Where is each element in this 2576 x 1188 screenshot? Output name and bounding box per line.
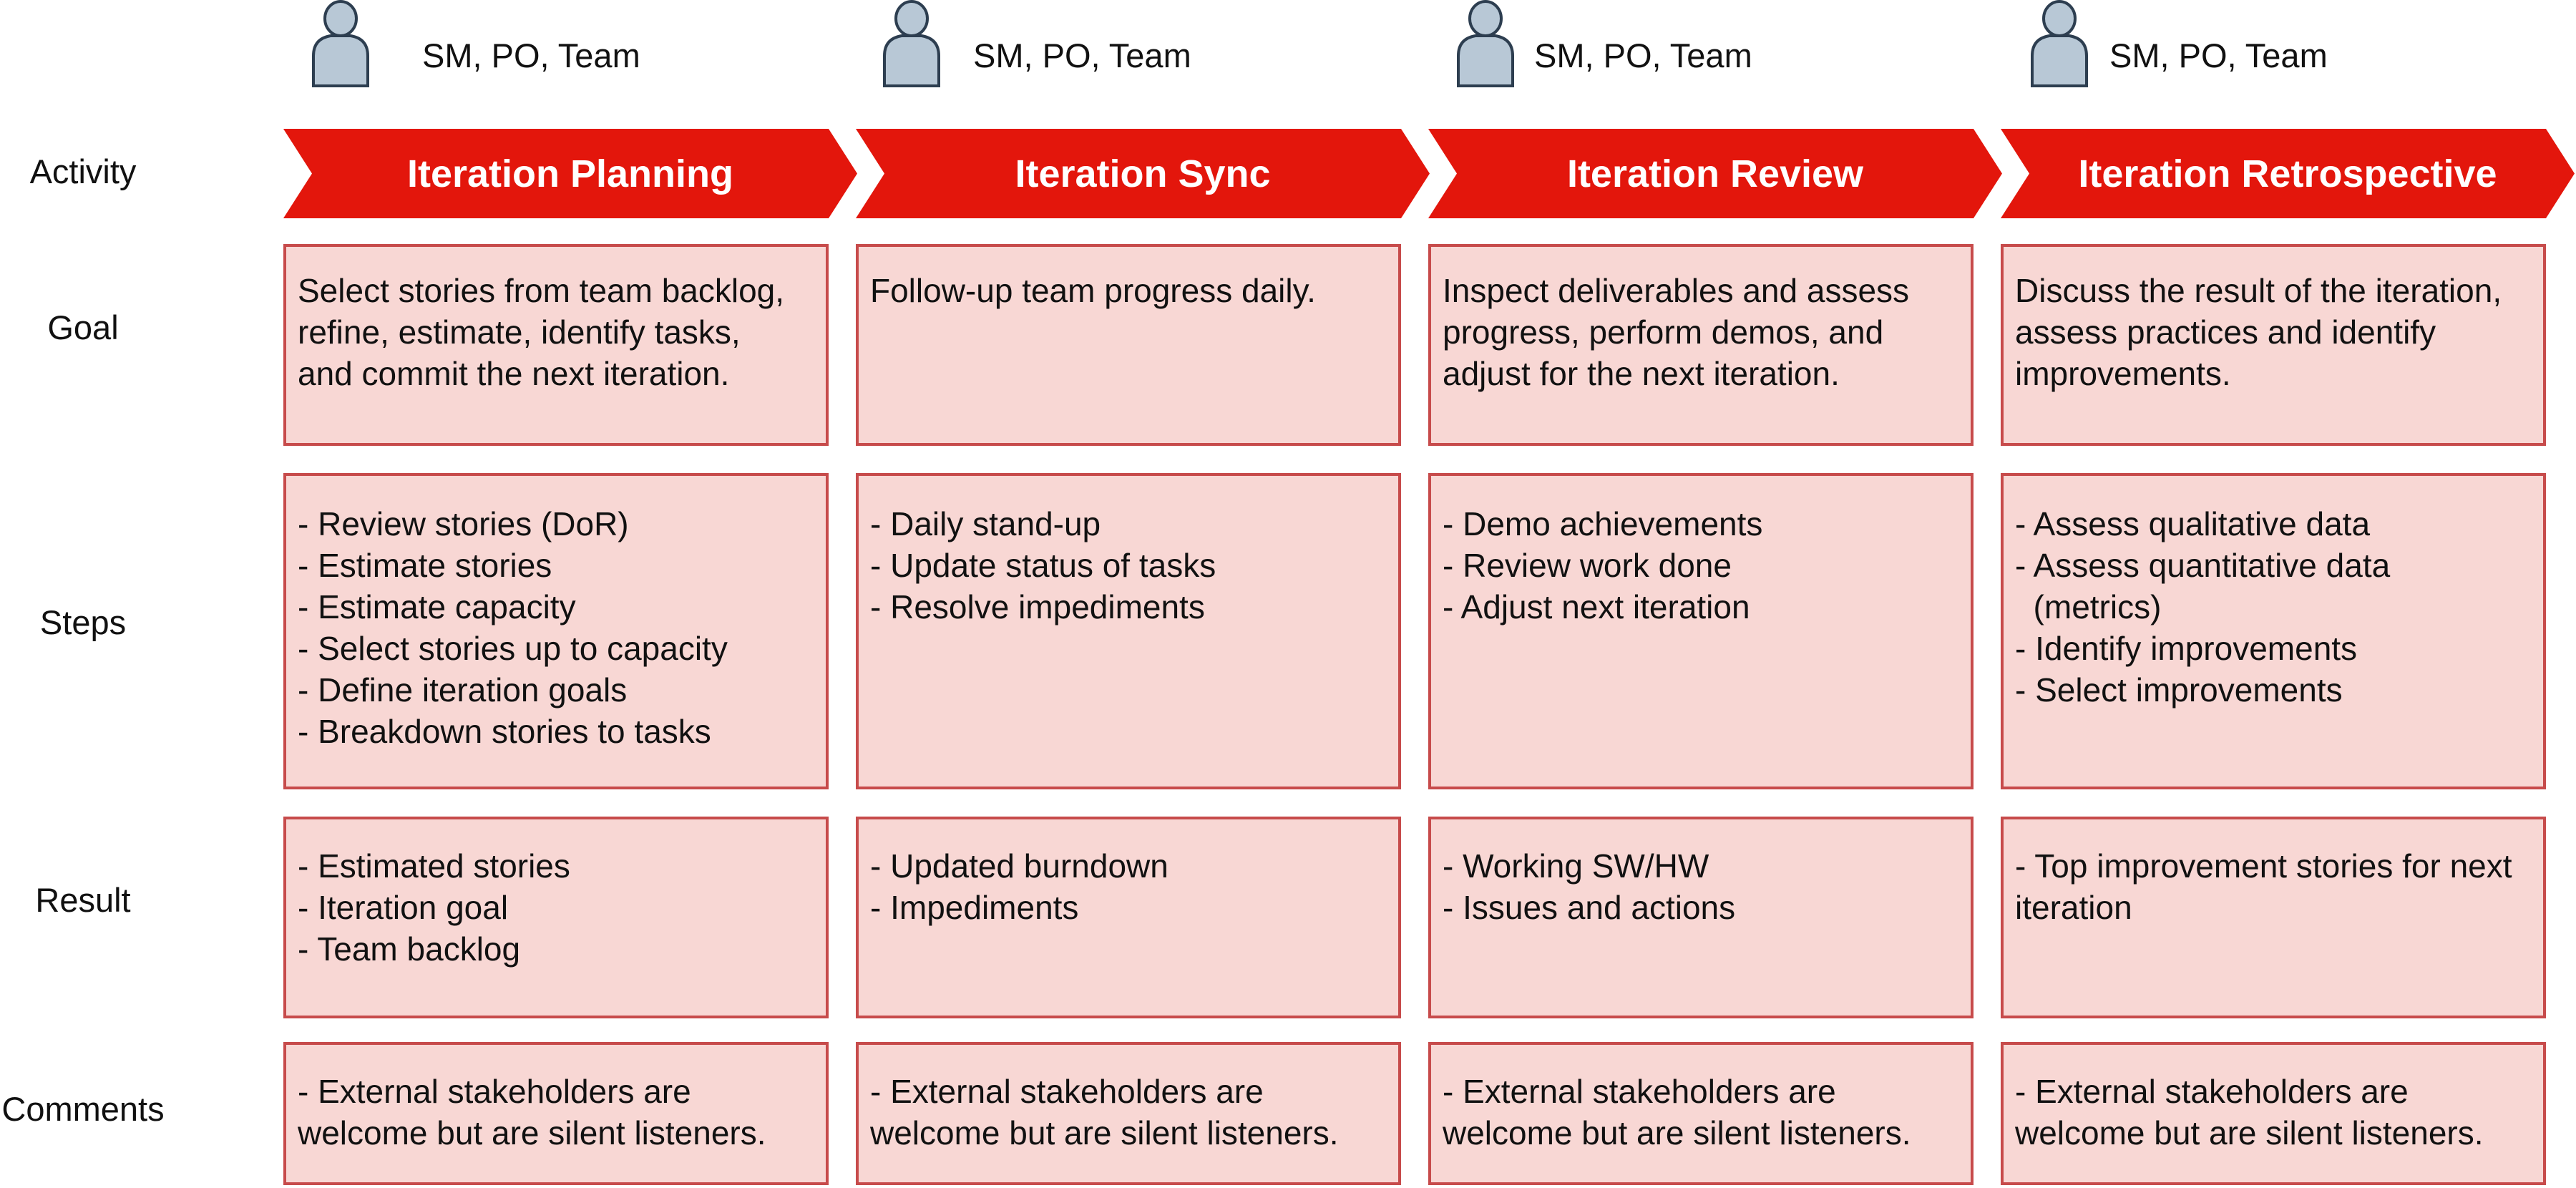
result-line: - Updated burndown: [870, 847, 1169, 885]
goal-card: Inspect deliverables and assess progress…: [1428, 244, 1974, 446]
comments-line: - External stakeholders are: [298, 1073, 691, 1110]
goal-line: Select stories from team backlog,: [298, 272, 785, 309]
goal-line: improvements.: [2015, 355, 2231, 392]
goal-line: progress, perform demos, and: [1443, 313, 1884, 351]
comments-line: welcome but are silent listeners.: [2015, 1114, 2484, 1152]
steps-line: - Assess qualitative data: [2015, 505, 2371, 542]
goal-card: Discuss the result of the iteration, ass…: [2001, 244, 2546, 446]
person-icon: [1454, 0, 1517, 87]
result-line: - Impediments: [870, 889, 1079, 926]
row-label-activity: Activity: [29, 152, 137, 190]
result-line: - Team backlog: [298, 930, 521, 968]
goal-line: adjust for the next iteration.: [1443, 355, 1840, 392]
steps-line: - Estimate stories: [298, 547, 552, 584]
steps-line: - Adjust next iteration: [1443, 588, 1750, 625]
activity-title: Iteration Retrospective: [2078, 152, 2497, 195]
comments-line: welcome but are silent listeners.: [1443, 1114, 1911, 1152]
comments-line: welcome but are silent listeners.: [870, 1114, 1339, 1152]
role-label: SM, PO, Team: [2109, 36, 2328, 74]
result-card: - Estimated stories - Iteration goal - T…: [283, 817, 829, 1018]
result-line: - Issues and actions: [1443, 889, 1736, 926]
result-card: - Top improvement stories for next itera…: [2001, 817, 2546, 1018]
goal-line: and commit the next iteration.: [298, 355, 730, 392]
activity-chevron: Iteration Sync: [856, 129, 1430, 218]
steps-line: - Select improvements: [2015, 671, 2343, 709]
steps-line: - Daily stand-up: [870, 505, 1101, 542]
row-label-steps: Steps: [39, 603, 127, 641]
role-label: SM, PO, Team: [973, 36, 1191, 74]
steps-line: - Update status of tasks: [870, 547, 1216, 584]
steps-line: - Define iteration goals: [298, 671, 628, 709]
steps-line: - Estimate capacity: [298, 588, 576, 625]
goal-line: Follow-up team progress daily.: [870, 272, 1316, 309]
activity-title: Iteration Sync: [1015, 152, 1271, 195]
goal-line: Inspect deliverables and assess: [1443, 272, 1910, 309]
activity-chevron: Iteration Retrospective: [2001, 129, 2575, 218]
steps-line: - Identify improvements: [2015, 630, 2358, 667]
comments-line: - External stakeholders are: [870, 1073, 1264, 1110]
comments-card: - External stakeholders are welcome but …: [1428, 1042, 1974, 1185]
row-label-result: Result: [35, 881, 131, 919]
steps-line: - Demo achievements: [1443, 505, 1763, 542]
steps-card: - Assess qualitative data - Assess quant…: [2001, 473, 2546, 789]
result-card: - Updated burndown - Impediments: [856, 817, 1401, 1018]
role-label: SM, PO, Team: [1534, 36, 1752, 74]
comments-line: - External stakeholders are: [2015, 1073, 2409, 1110]
steps-card: - Daily stand-up - Update status of task…: [856, 473, 1401, 789]
role-label: SM, PO, Team: [422, 36, 640, 74]
activity-chevron: Iteration Planning: [283, 129, 857, 218]
result-line: - Top improvement stories for next: [2015, 847, 2512, 885]
comments-card: - External stakeholders are welcome but …: [856, 1042, 1401, 1185]
steps-line: - Resolve impediments: [870, 588, 1205, 625]
row-label-comments: Comments: [1, 1090, 165, 1128]
steps-line: - Review stories (DoR): [298, 505, 629, 542]
person-icon: [309, 0, 372, 87]
steps-line: - Review work done: [1443, 547, 1732, 584]
row-label-goal: Goal: [47, 308, 119, 346]
activity-title: Iteration Review: [1566, 152, 1864, 195]
result-line: - Working SW/HW: [1443, 847, 1709, 885]
comments-line: - External stakeholders are: [1443, 1073, 1836, 1110]
person-icon: [2028, 0, 2091, 87]
comments-line: welcome but are silent listeners.: [298, 1114, 766, 1152]
goal-line: Discuss the result of the iteration,: [2015, 272, 2502, 309]
steps-card: - Review stories (DoR) - Estimate storie…: [283, 473, 829, 789]
goal-card: Select stories from team backlog, refine…: [283, 244, 829, 446]
steps-line: - Breakdown stories to tasks: [298, 713, 711, 750]
comments-card: - External stakeholders are welcome but …: [283, 1042, 829, 1185]
goal-line: assess practices and identify: [2015, 313, 2436, 351]
result-line: - Iteration goal: [298, 889, 509, 926]
steps-line: (metrics): [2015, 588, 2162, 625]
result-line: - Estimated stories: [298, 847, 570, 885]
goal-line: refine, estimate, identify tasks,: [298, 313, 741, 351]
steps-line: - Assess quantitative data: [2015, 547, 2391, 584]
steps-card: - Demo achievements - Review work done -…: [1428, 473, 1974, 789]
goal-card: Follow-up team progress daily.: [856, 244, 1401, 446]
activity-title: Iteration Planning: [406, 152, 734, 195]
result-line: iteration: [2015, 889, 2132, 926]
steps-line: - Select stories up to capacity: [298, 630, 728, 667]
comments-card: - External stakeholders are welcome but …: [2001, 1042, 2546, 1185]
person-icon: [880, 0, 943, 87]
result-card: - Working SW/HW - Issues and actions: [1428, 817, 1974, 1018]
activity-chevron: Iteration Review: [1428, 129, 2002, 218]
